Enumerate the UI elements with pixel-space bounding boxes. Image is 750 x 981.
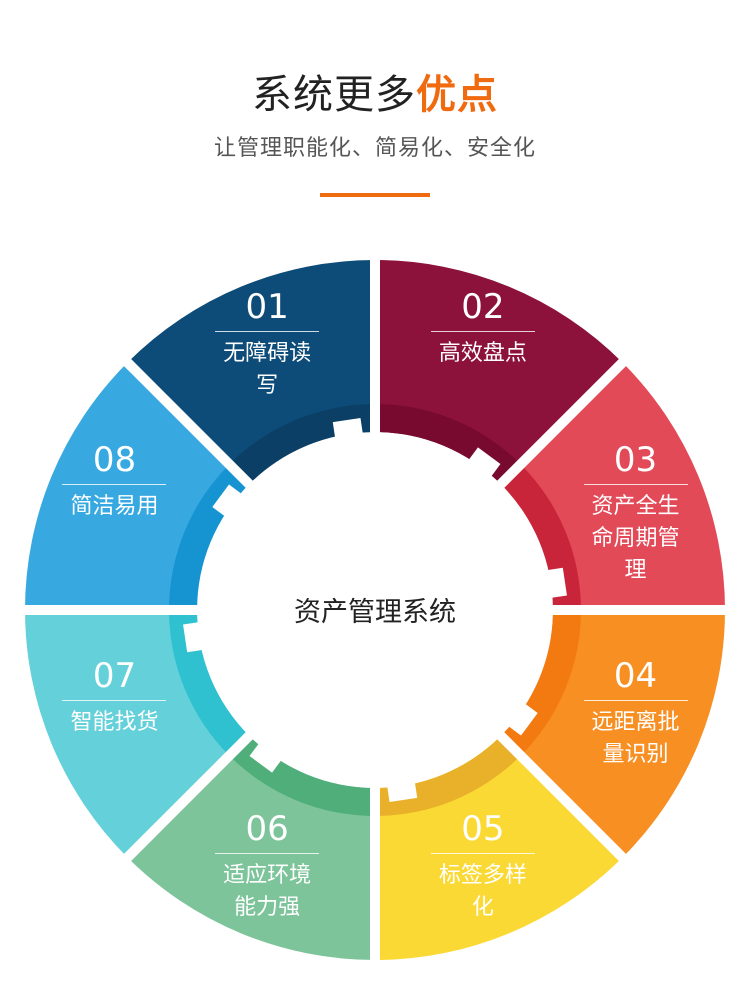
segment-label-03: 03 资产全生命周期管理	[576, 440, 696, 587]
center-label: 资产管理系统	[294, 597, 456, 628]
segment-text: 智能找货	[70, 709, 159, 735]
segment-text: 适应环境能力强	[223, 862, 312, 920]
segment-label-08: 08 简洁易用	[54, 440, 174, 523]
segment-label-02: 02 高效盘点	[423, 287, 543, 370]
segment-text: 资产全生命周期管理	[591, 494, 680, 584]
segment-divider	[62, 484, 167, 486]
segment-number: 02	[461, 287, 505, 328]
segment-label-05: 05 标签多样化	[423, 809, 543, 924]
segment-number: 05	[461, 808, 505, 849]
segment-text: 简洁易用	[70, 494, 159, 520]
segment-divider	[215, 331, 320, 333]
page-title: 系统更多优点	[0, 62, 750, 120]
segment-label-04: 04 远距离批量识别	[576, 656, 696, 771]
segment-number: 07	[92, 655, 137, 696]
segment-divider	[583, 699, 688, 701]
gear-tooth	[332, 418, 365, 452]
segment-number: 08	[92, 440, 137, 481]
segment-divider	[430, 331, 535, 333]
segment-divider	[62, 699, 167, 701]
segment-number: 01	[245, 287, 289, 328]
segment-text: 标签多样化	[438, 862, 527, 920]
segment-text: 无障碍读写	[223, 341, 312, 399]
segment-text: 远距离批量识别	[591, 709, 680, 767]
center-gear	[207, 442, 543, 778]
segment-divider	[583, 484, 688, 486]
gear-tooth	[496, 695, 538, 736]
gear-tooth	[385, 768, 418, 802]
gear-tooth	[533, 567, 567, 600]
title-text: 系统更多	[252, 72, 416, 118]
segment-number: 03	[613, 440, 658, 481]
gear-tooth	[460, 447, 501, 489]
title-highlight: 优点	[416, 72, 498, 118]
segment-number: 04	[613, 655, 658, 696]
segment-text: 高效盘点	[438, 341, 527, 367]
accent-divider	[320, 193, 430, 197]
gear-tooth	[249, 731, 290, 773]
subtitle: 让管理职能化、简易化、安全化	[213, 136, 536, 161]
segment-label-07: 07 智能找货	[54, 656, 174, 739]
segment-divider	[215, 852, 320, 854]
gear-tooth	[212, 484, 254, 525]
gear-tooth	[183, 620, 217, 653]
segment-label-01: 01 无障碍读写	[207, 287, 327, 402]
segment-number: 06	[245, 808, 289, 849]
segment-divider	[430, 852, 535, 854]
segment-label-06: 06 适应环境能力强	[207, 809, 327, 924]
